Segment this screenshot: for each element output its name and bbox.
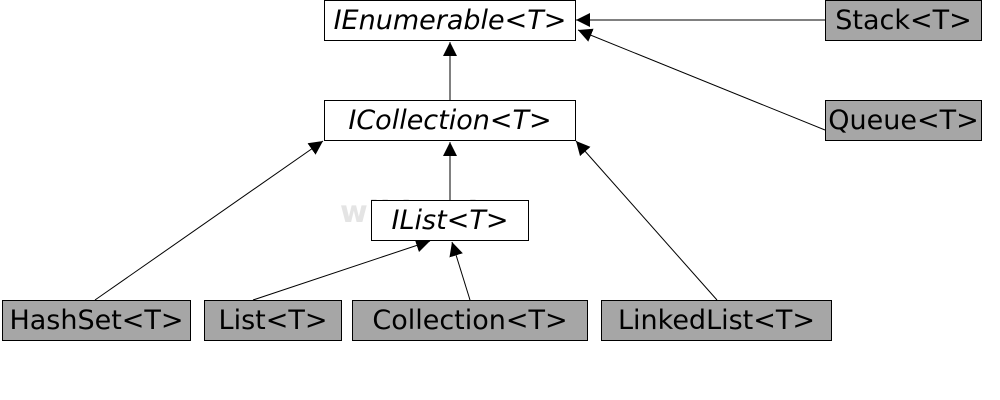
list-node: List<T> <box>204 300 342 341</box>
stack-node: Stack<T> <box>825 0 982 41</box>
collection-node: Collection<T> <box>352 300 588 341</box>
edge-list-to-ilist <box>252 238 431 301</box>
linkedlist-node: LinkedList<T> <box>601 300 832 341</box>
edge-linkedlist-to-icollection <box>575 140 718 301</box>
hashset-node: HashSet<T> <box>2 300 191 341</box>
ilist-node: IList<T> <box>371 200 529 241</box>
edge-hashset-to-icollection <box>94 140 324 301</box>
edge-collection-to-ilist <box>449 241 471 301</box>
icollection-node: ICollection<T> <box>324 100 576 141</box>
queue-node: Queue<T> <box>825 100 982 141</box>
ienumerable-node: IEnumerable<T> <box>324 0 576 41</box>
edge-queue-to-ienumerable <box>577 28 826 131</box>
